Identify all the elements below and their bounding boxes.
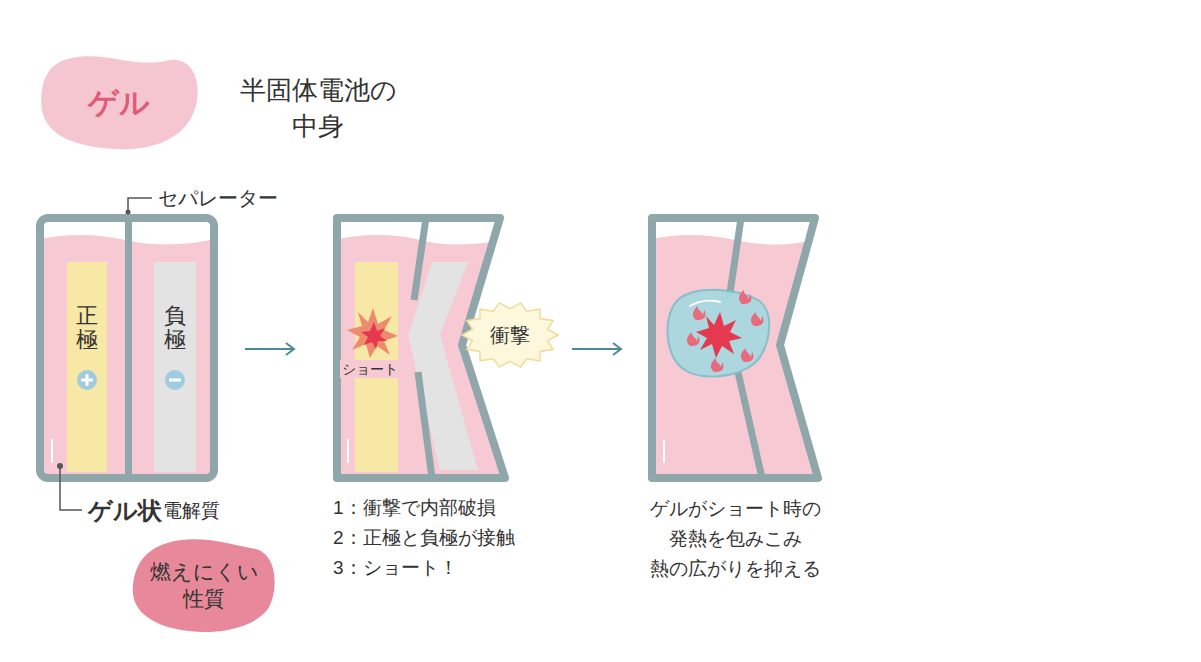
burst-shape bbox=[462, 303, 558, 367]
short-label: ショート bbox=[340, 360, 400, 378]
step-note: 2：正極と負極が接触 bbox=[333, 526, 515, 551]
battery-panel-gel-contained bbox=[648, 218, 822, 482]
step-arrow bbox=[245, 343, 294, 355]
step-arrow bbox=[572, 343, 621, 355]
anode-band: 負極 bbox=[154, 262, 196, 472]
property-badge: 燃えにくい 性質 bbox=[130, 535, 278, 635]
minus-terminal-symbol bbox=[164, 369, 186, 391]
electrolyte-label: ゲル状 bbox=[88, 495, 162, 526]
electrolyte-label: 電解質 bbox=[163, 499, 220, 524]
node-text: ゲル bbox=[88, 83, 150, 122]
step-note: 3：ショート！ bbox=[333, 556, 458, 581]
battery-panel-intact bbox=[36, 198, 220, 510]
gel-badge: ゲル bbox=[38, 50, 200, 154]
cathode-band: 正極 bbox=[67, 262, 107, 472]
plus-terminal-symbol bbox=[76, 369, 98, 391]
blob-shape bbox=[133, 539, 275, 632]
node-text: 正極 bbox=[76, 304, 98, 352]
diagram-title: 半固体電池の 中身 bbox=[240, 72, 397, 144]
node-text: 衝撃 bbox=[490, 322, 530, 348]
node-text: 燃えにくい 性質 bbox=[150, 558, 259, 613]
step-note: 1：衝撃で内部破損 bbox=[333, 496, 496, 521]
separator-label: セパレーター bbox=[158, 185, 278, 211]
impact-burst: 衝撃 bbox=[462, 302, 558, 368]
node-text: 負極 bbox=[164, 304, 186, 352]
blob-shape bbox=[41, 56, 197, 149]
result-note: ゲルがショート時の 発熱を包みこみ 熱の広がりを抑える bbox=[650, 494, 821, 584]
node-outline bbox=[130, 535, 278, 635]
